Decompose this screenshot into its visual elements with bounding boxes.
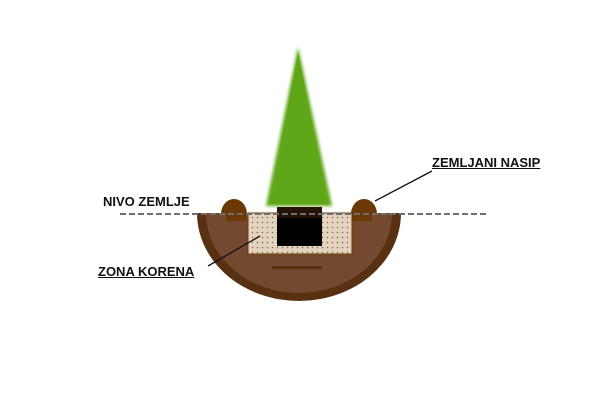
root-ball [277, 218, 322, 246]
root-zone-label: ZONA KORENA [98, 264, 195, 279]
root-ball-top [277, 207, 322, 219]
earth-mound-leader [374, 170, 433, 202]
ground-level-label: NIVO ZEMLJE [103, 194, 190, 209]
root-zone-leader [207, 235, 261, 267]
earth-mound-label: ZEMLJANI NASIP [432, 155, 541, 170]
